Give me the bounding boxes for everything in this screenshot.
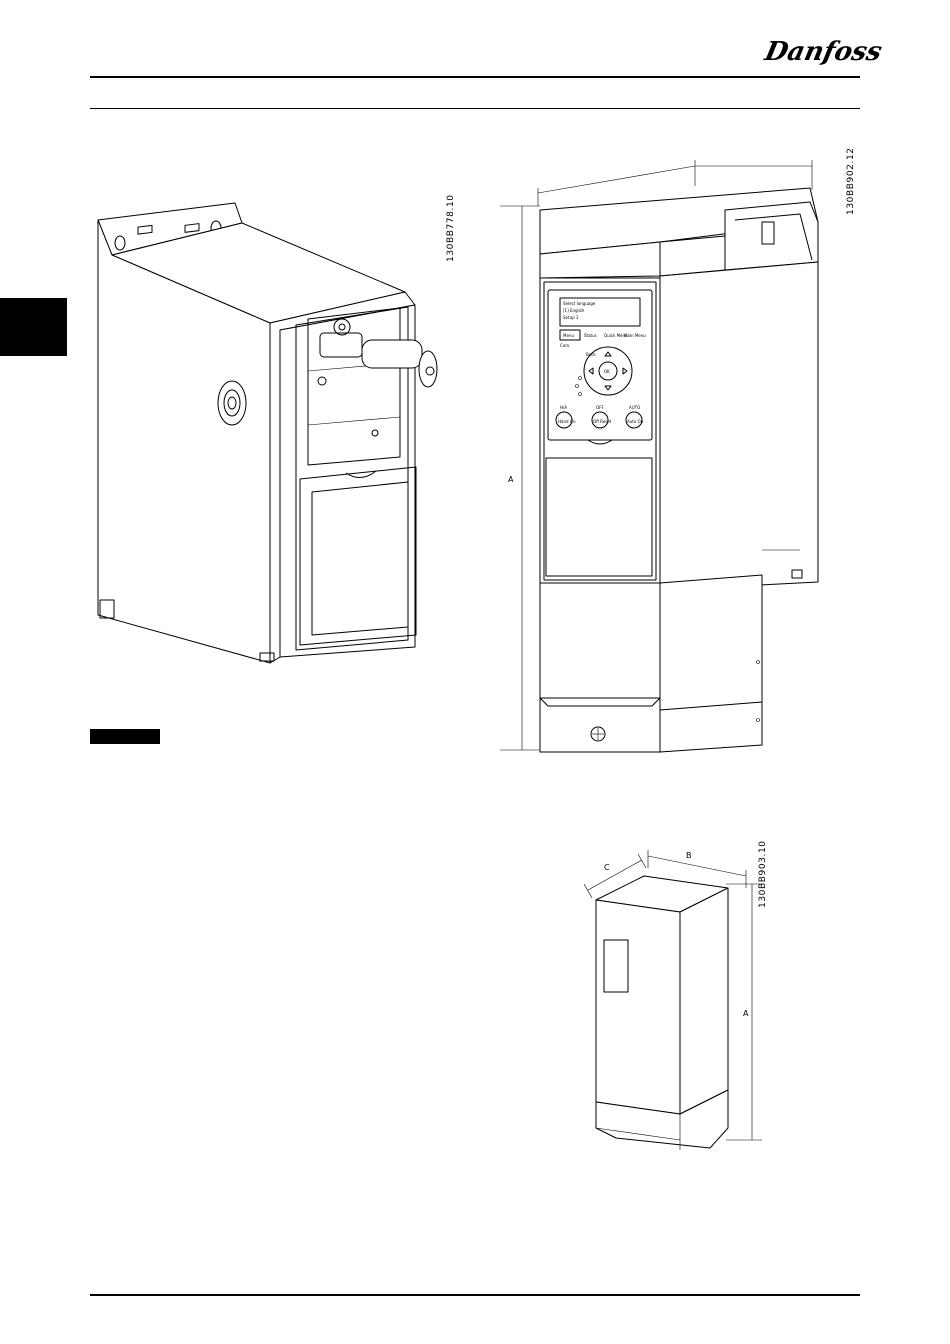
lcd-line-1: Select language xyxy=(563,301,596,306)
dim-a-label: A xyxy=(508,475,514,484)
footer-rule xyxy=(90,1294,860,1296)
header-rule-bottom xyxy=(90,108,860,109)
lcp-tab-main-menu[interactable]: Main Menu xyxy=(624,333,646,338)
lcp-off-label: Off Reset xyxy=(593,419,612,424)
dim-c-label: C xyxy=(604,863,610,872)
dim-b-label: B xyxy=(686,851,692,860)
lcd-line-2: [1] English xyxy=(563,308,585,313)
figure-2-code: 130BB902.12 xyxy=(846,147,856,215)
lcp-auto-label: Auto On xyxy=(627,419,644,424)
figure-enclosure-dimensions: C B A xyxy=(580,850,770,1160)
figure-drive-open-front xyxy=(90,195,460,670)
lcp-off-small: OFF xyxy=(596,405,604,410)
lcd-line-3: Setup 1 xyxy=(563,315,579,320)
brand-wordmark: Danfoss xyxy=(761,36,885,67)
danfoss-logo: Danfoss xyxy=(768,30,864,70)
figure-3-code: 130BB903.10 xyxy=(758,840,768,908)
lcp-hand-label: Hand On xyxy=(558,419,576,424)
lcp-tab-status[interactable]: Status xyxy=(584,333,597,338)
lcp-ok-label: OK xyxy=(604,369,610,374)
lcp-com-label: Com. xyxy=(560,343,570,348)
figure-1-code: 130BB778.10 xyxy=(446,194,456,262)
lcp-auto-small: AUTO xyxy=(629,405,640,410)
header-rule-top xyxy=(90,76,860,78)
chapter-tab xyxy=(0,298,67,356)
figure-drive-front-lcp: A Select language [1] English Setup 1 Me… xyxy=(500,150,860,765)
notice-label xyxy=(90,729,160,744)
dim-a-label-fig3: A xyxy=(743,1009,749,1018)
lcp-hand-small: H/A xyxy=(560,405,567,410)
lcp-tab-menu[interactable]: Menu xyxy=(563,333,574,338)
lcp-back-label: Back xyxy=(586,352,596,357)
